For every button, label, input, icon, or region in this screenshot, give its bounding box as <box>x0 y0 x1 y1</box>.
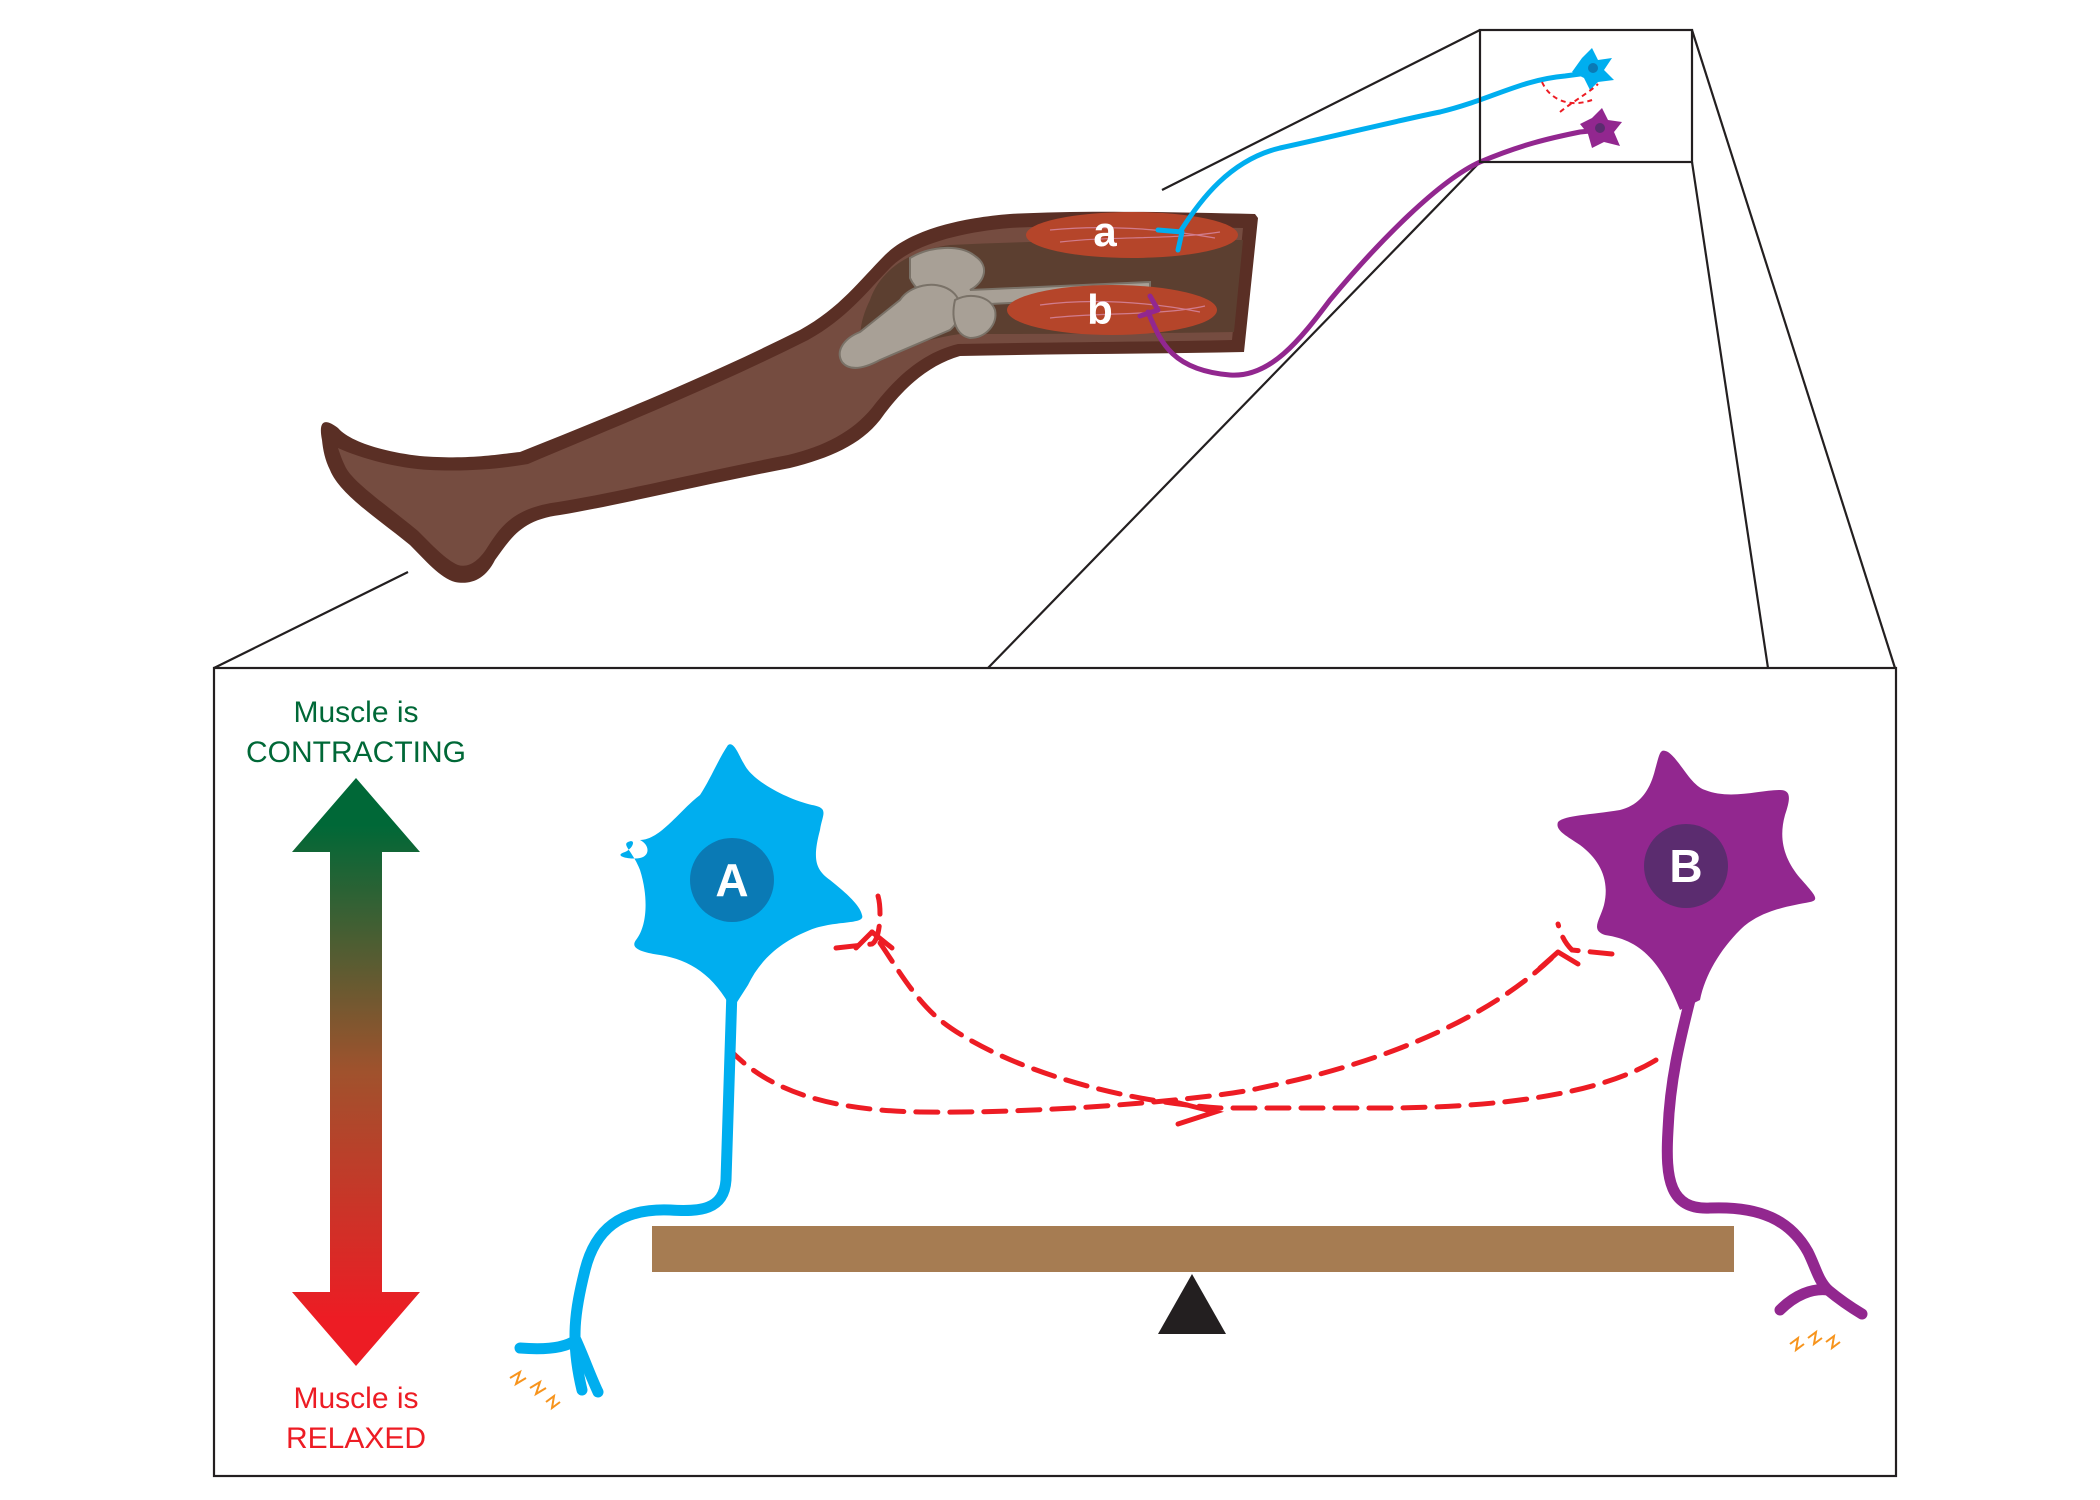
neuron-b-badge <box>1644 824 1728 908</box>
neuron-a: A <box>509 744 863 1411</box>
mini-neuron-b <box>1580 108 1622 148</box>
nerve-b-small <box>1145 127 1603 378</box>
neuron-b-label: B <box>1669 840 1702 892</box>
zoom-projection-lines <box>213 29 1897 669</box>
inset-panel <box>212 666 1898 1478</box>
leg-nerves <box>1137 69 1603 378</box>
inhibitory-terminal-a <box>853 929 895 951</box>
inhibitory-path-b-to-a <box>869 929 1659 1111</box>
nerve-a-small <box>1177 69 1598 235</box>
inhibitory-midpoint-arrow <box>1172 1099 1225 1127</box>
inhibitory-branch-a <box>833 893 883 951</box>
inhibitory-terminal-b <box>1537 949 1581 971</box>
neuron-a-badge <box>690 838 774 922</box>
muscle-a-label: a <box>1093 208 1117 255</box>
relaxed-label-line1: Muscle is <box>293 1382 418 1415</box>
mini-inhibitory-paths <box>1541 81 1599 113</box>
leg-illustration: a b <box>320 208 1258 583</box>
nerve-b-terminal <box>1137 293 1161 319</box>
neuron-a-spark-icon <box>509 1369 561 1411</box>
inhibitory-pathways <box>725 893 1659 1127</box>
contracting-label-line2: CONTRACTING <box>246 736 466 769</box>
muscle-b <box>1007 285 1217 335</box>
nerve-a-terminal <box>1155 227 1185 253</box>
zoom-source-box <box>1478 28 1694 164</box>
seesaw-fulcrum <box>1158 1274 1226 1334</box>
neuron-a-axon-terminal <box>514 1334 604 1398</box>
mini-neuron-a <box>1572 48 1614 90</box>
neuron-b-spark-icon <box>1789 1329 1841 1353</box>
inhibitory-path-a-to-b <box>725 949 1561 1115</box>
neuron-b: B <box>1557 750 1868 1353</box>
muscle-fibers <box>1039 227 1221 319</box>
neuron-b-axon-terminal <box>1774 1284 1868 1320</box>
muscle-a <box>1026 212 1238 258</box>
contracting-label-line1: Muscle is <box>293 696 418 729</box>
neuron-b-axon <box>1661 994 1834 1296</box>
neuron-a-axon <box>569 984 738 1396</box>
seesaw-beam <box>652 1226 1734 1272</box>
neuron-a-label: A <box>715 854 748 906</box>
contraction-scale-arrow <box>292 778 420 1366</box>
relaxed-label-line2: RELAXED <box>286 1422 426 1455</box>
muscle-b-label: b <box>1087 286 1113 333</box>
inhibitory-branch-b <box>1555 921 1615 957</box>
